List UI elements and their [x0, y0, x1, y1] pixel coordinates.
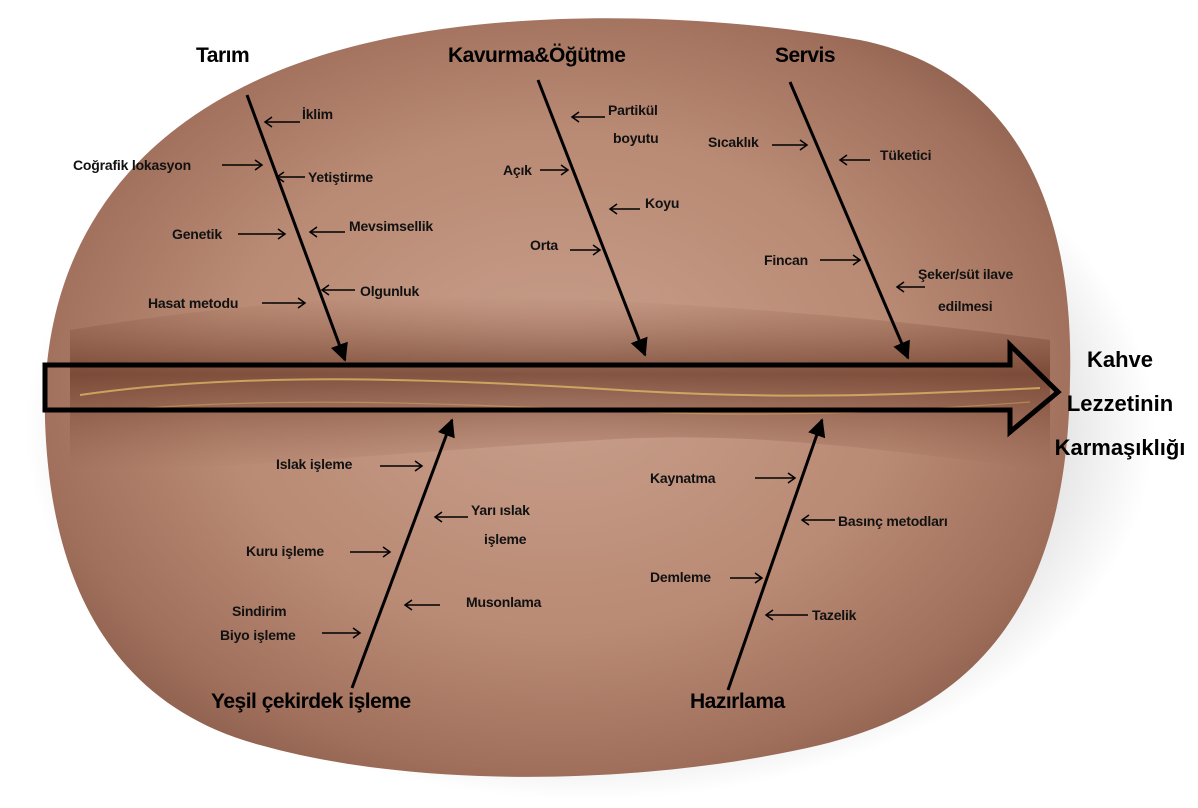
- cause-partikul: Partikül: [608, 102, 658, 119]
- cause-genetik: Genetik: [172, 226, 222, 243]
- cause-mevsimsellik: Mevsimsellik: [349, 218, 433, 235]
- cause-boyutu: boyutu: [613, 130, 658, 147]
- cause-hasat-metodu: Hasat metodu: [148, 295, 238, 312]
- cause-koyu: Koyu: [645, 195, 679, 212]
- cause-iklim: İklim: [302, 106, 333, 123]
- cause-fincan: Fincan: [764, 252, 808, 269]
- cause-biyo-isleme: Biyo işleme: [220, 627, 296, 644]
- cause-musonlama: Musonlama: [466, 594, 541, 611]
- effect-line-3: Karmaşıklığı: [1045, 426, 1195, 470]
- cause-tuketici: Tüketici: [880, 147, 931, 164]
- category-hazirlama: Hazırlama: [690, 690, 785, 714]
- cause-cografik-lokasyon: Coğrafik lokasyon: [73, 157, 191, 174]
- cause-olgunluk: Olgunluk: [360, 283, 419, 300]
- cause-yari-islak: Yarı ıslak: [471, 502, 530, 519]
- category-kavurma: Kavurma&Öğütme: [448, 44, 625, 68]
- category-yesil: Yeşil çekirdek işleme: [211, 690, 411, 714]
- cause-tazelik: Tazelik: [812, 607, 856, 624]
- cause-edilmesi: edilmesi: [938, 298, 992, 315]
- cause-acik: Açık: [503, 162, 532, 179]
- cause-yetistirme: Yetiştirme: [308, 169, 373, 186]
- cause-sicaklik: Sıcaklık: [708, 134, 759, 151]
- effect-line-1: Kahve: [1045, 338, 1195, 382]
- cause-kaynatma: Kaynatma: [650, 470, 715, 487]
- cause-basinc-metodlari: Basınç metodları: [838, 513, 948, 530]
- cause-orta: Orta: [530, 237, 558, 254]
- cause-demleme: Demleme: [650, 569, 711, 586]
- effect-line-2: Lezzetinin: [1045, 382, 1195, 426]
- category-servis: Servis: [775, 44, 835, 68]
- cause-kuru-isleme: Kuru işleme: [246, 543, 324, 560]
- cause-islak-isleme: Islak işleme: [276, 456, 352, 473]
- cause-seker-sut: Şeker/süt ilave: [918, 266, 1013, 283]
- cause-sindirim: Sindirim: [232, 603, 286, 620]
- cause-isleme: işleme: [484, 531, 526, 548]
- category-tarim: Tarım: [196, 44, 249, 68]
- effect-label: Kahve Lezzetinin Karmaşıklığı: [1045, 338, 1195, 470]
